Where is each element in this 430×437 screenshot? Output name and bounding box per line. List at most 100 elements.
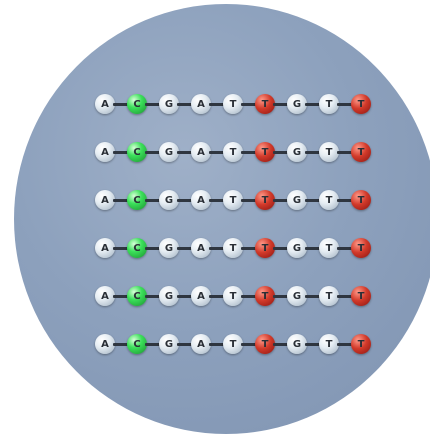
nucleotide-base: G xyxy=(287,94,307,114)
bond-line xyxy=(145,247,161,250)
bond-line xyxy=(177,151,193,154)
bond-line xyxy=(337,199,353,202)
nucleotide-base: G xyxy=(287,238,307,258)
bond-line xyxy=(337,151,353,154)
bond-line xyxy=(305,199,321,202)
nucleotide-base: T xyxy=(319,94,339,114)
bond-line xyxy=(113,199,129,202)
nucleotide-base: G xyxy=(159,286,179,306)
nucleotide-base: G xyxy=(159,94,179,114)
bond-line xyxy=(273,151,289,154)
bond-line xyxy=(241,103,257,106)
nucleotide-base: T xyxy=(223,190,243,210)
bond-line xyxy=(177,295,193,298)
bond-line xyxy=(273,103,289,106)
nucleotide-base: G xyxy=(159,142,179,162)
bond-line xyxy=(305,151,321,154)
bond-line xyxy=(113,103,129,106)
bond-line xyxy=(145,199,161,202)
nucleotide-base: G xyxy=(287,190,307,210)
nucleotide-base: C xyxy=(127,286,147,306)
nucleotide-base: A xyxy=(95,142,115,162)
bond-line xyxy=(209,247,225,250)
nucleotide-base: C xyxy=(127,238,147,258)
bond-line xyxy=(209,343,225,346)
nucleotide-base: T xyxy=(255,238,275,258)
nucleotide-base: A xyxy=(95,334,115,354)
nucleotide-base: T xyxy=(319,142,339,162)
bond-line xyxy=(113,247,129,250)
bond-line xyxy=(241,151,257,154)
bond-line xyxy=(209,103,225,106)
nucleotide-base: T xyxy=(351,190,371,210)
bond-line xyxy=(241,295,257,298)
bond-line xyxy=(113,343,129,346)
bond-line xyxy=(145,343,161,346)
nucleotide-base: T xyxy=(223,94,243,114)
bond-line xyxy=(145,151,161,154)
bond-line xyxy=(241,199,257,202)
bond-line xyxy=(113,295,129,298)
background-disc xyxy=(14,4,430,434)
nucleotide-base: T xyxy=(255,334,275,354)
bond-line xyxy=(241,343,257,346)
nucleotide-base: A xyxy=(95,190,115,210)
bond-line xyxy=(305,247,321,250)
nucleotide-base: A xyxy=(191,238,211,258)
bond-line xyxy=(273,295,289,298)
nucleotide-base: T xyxy=(351,286,371,306)
bond-line xyxy=(177,343,193,346)
bond-line xyxy=(113,151,129,154)
bond-line xyxy=(337,343,353,346)
nucleotide-base: T xyxy=(351,94,371,114)
nucleotide-base: T xyxy=(223,238,243,258)
nucleotide-base: T xyxy=(351,238,371,258)
nucleotide-base: G xyxy=(159,238,179,258)
nucleotide-base: T xyxy=(255,94,275,114)
bond-line xyxy=(177,199,193,202)
nucleotide-base: T xyxy=(255,286,275,306)
nucleotide-base: G xyxy=(159,190,179,210)
bond-line xyxy=(241,247,257,250)
nucleotide-base: A xyxy=(95,238,115,258)
bond-line xyxy=(145,103,161,106)
nucleotide-base: G xyxy=(287,334,307,354)
bond-line xyxy=(145,295,161,298)
bond-line xyxy=(305,343,321,346)
nucleotide-base: T xyxy=(223,142,243,162)
bond-line xyxy=(273,199,289,202)
nucleotide-base: G xyxy=(287,286,307,306)
nucleotide-base: G xyxy=(287,142,307,162)
bond-line xyxy=(177,103,193,106)
nucleotide-base: A xyxy=(191,334,211,354)
nucleotide-base: A xyxy=(95,286,115,306)
nucleotide-base: T xyxy=(255,190,275,210)
bond-line xyxy=(337,295,353,298)
bond-line xyxy=(337,247,353,250)
nucleotide-base: T xyxy=(255,142,275,162)
nucleotide-base: A xyxy=(191,94,211,114)
nucleotide-base: C xyxy=(127,190,147,210)
bond-line xyxy=(209,151,225,154)
nucleotide-base: A xyxy=(191,190,211,210)
nucleotide-base: G xyxy=(159,334,179,354)
nucleotide-base: T xyxy=(319,334,339,354)
nucleotide-base: C xyxy=(127,142,147,162)
bond-line xyxy=(177,247,193,250)
nucleotide-base: A xyxy=(191,286,211,306)
bond-line xyxy=(305,295,321,298)
nucleotide-base: T xyxy=(223,286,243,306)
nucleotide-base: T xyxy=(319,286,339,306)
bond-line xyxy=(209,295,225,298)
nucleotide-base: A xyxy=(191,142,211,162)
nucleotide-base: A xyxy=(95,94,115,114)
bond-line xyxy=(273,247,289,250)
bond-line xyxy=(305,103,321,106)
nucleotide-base: C xyxy=(127,94,147,114)
nucleotide-base: T xyxy=(351,142,371,162)
